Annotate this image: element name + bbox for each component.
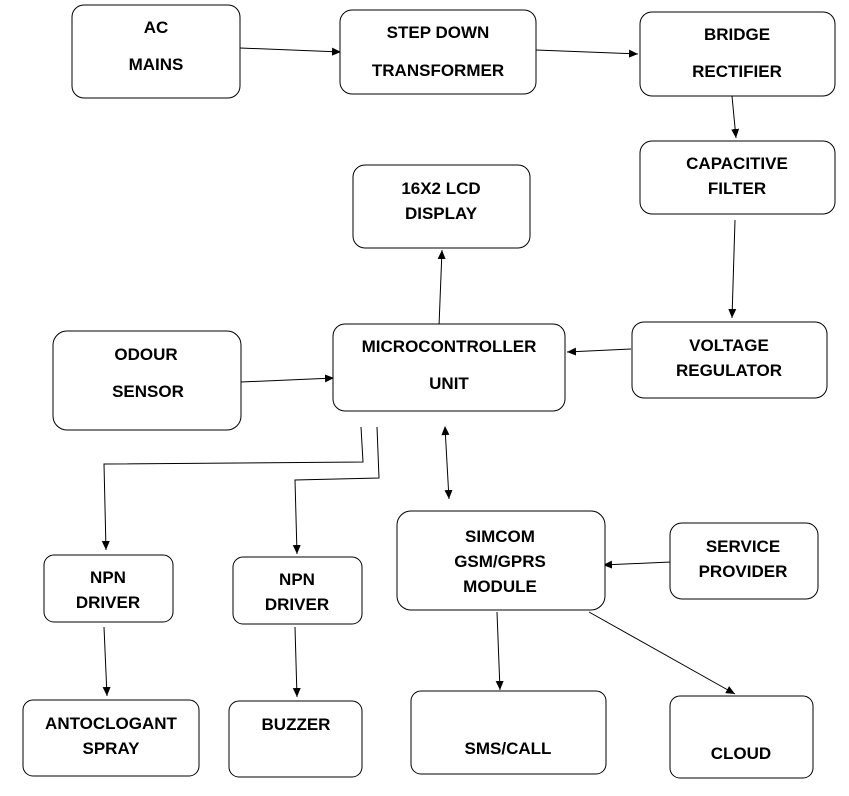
node-spray-line1: ANTOCLOGANT bbox=[45, 714, 178, 733]
node-npn-driver-1: NPN DRIVER bbox=[43, 554, 174, 623]
edge-service-to-gsm bbox=[602, 560, 672, 569]
node-voltage-line2: REGULATOR bbox=[676, 361, 782, 380]
node-cap-filter-line1: CAPACITIVE bbox=[686, 154, 788, 173]
node-step-down-line2: TRANSFORMER bbox=[372, 61, 504, 80]
node-cap-filter-line2: FILTER bbox=[708, 179, 766, 198]
node-gsm-line2: GSM/GPRS bbox=[454, 552, 546, 571]
node-sms-line1: SMS/CALL bbox=[465, 739, 552, 758]
node-mcu-line1: MICROCONTROLLER bbox=[362, 337, 537, 356]
node-bridge-line1: BRIDGE bbox=[704, 25, 770, 44]
edge-regulator-to-mcu bbox=[566, 347, 632, 356]
node-ac-mains-line1: AC bbox=[144, 18, 169, 37]
node-ac-mains: AC MAINS bbox=[71, 4, 241, 99]
node-npn1-line2: DRIVER bbox=[76, 593, 140, 612]
node-odour-line2: SENSOR bbox=[112, 382, 184, 401]
node-odour-sensor: ODOUR SENSOR bbox=[52, 330, 242, 431]
edge-odour-to-mcu bbox=[240, 374, 335, 383]
node-buzzer: BUZZER bbox=[228, 700, 363, 778]
node-npn-driver-2: NPN DRIVER bbox=[232, 556, 363, 625]
node-step-down-line1: STEP DOWN bbox=[387, 23, 490, 42]
node-voltage-line1: VOLTAGE bbox=[689, 336, 769, 355]
node-ac-mains-line2: MAINS bbox=[129, 55, 184, 74]
edge-mcu-to-lcd bbox=[437, 249, 446, 327]
node-npn2-line1: NPN bbox=[279, 570, 315, 589]
node-voltage-regulator: VOLTAGE REGULATOR bbox=[631, 321, 828, 399]
edge-gsm-to-cloud bbox=[588, 611, 736, 695]
node-bridge-line2: RECTIFIER bbox=[692, 62, 782, 81]
edge-filter-to-regulator bbox=[728, 219, 737, 319]
node-buzzer-line1: BUZZER bbox=[262, 715, 331, 734]
node-cloud-line1: CLOUD bbox=[711, 744, 771, 763]
edge-mcu-to-npn1 bbox=[101, 426, 364, 551]
node-service-provider: SERVICE PROVIDER bbox=[669, 522, 819, 600]
node-gsm-line1: SIMCOM bbox=[465, 527, 535, 546]
edge-gsm-to-sms bbox=[495, 611, 504, 691]
edge-transformer-to-bridge bbox=[535, 49, 639, 58]
node-gsm-module: SIMCOM GSM/GPRS MODULE bbox=[396, 510, 606, 611]
edge-npn1-to-spray bbox=[102, 626, 111, 697]
edge-mcu-to-npn2 bbox=[292, 426, 380, 555]
node-capacitive-filter: CAPACITIVE FILTER bbox=[639, 140, 836, 215]
edge-mcu-gsm-bidirectional bbox=[441, 426, 453, 500]
node-npn2-line2: DRIVER bbox=[265, 595, 329, 614]
node-sms-call: SMS/CALL bbox=[410, 690, 607, 775]
edge-bridge-to-filter bbox=[731, 95, 740, 139]
edges bbox=[101, 47, 740, 698]
node-mcu-line2: UNIT bbox=[429, 374, 469, 393]
node-antoclogant-spray: ANTOCLOGANT SPRAY bbox=[22, 699, 200, 777]
node-lcd-display: 16X2 LCD DISPLAY bbox=[352, 164, 531, 249]
node-npn1-line1: NPN bbox=[90, 568, 126, 587]
node-odour-line1: ODOUR bbox=[114, 345, 177, 364]
node-service-line1: SERVICE bbox=[706, 537, 780, 556]
node-gsm-line3: MODULE bbox=[463, 577, 537, 596]
node-microcontroller-unit: MICROCONTROLLER UNIT bbox=[332, 323, 566, 412]
node-bridge-rectifier: BRIDGE RECTIFIER bbox=[639, 11, 836, 97]
node-step-down-transformer: STEP DOWN TRANSFORMER bbox=[339, 9, 537, 95]
node-cloud: CLOUD bbox=[669, 695, 814, 779]
edge-npn2-to-buzzer bbox=[292, 626, 301, 698]
node-lcd-line1: 16X2 LCD bbox=[401, 179, 480, 198]
edge-ac-to-transformer bbox=[239, 47, 342, 56]
node-service-line2: PROVIDER bbox=[699, 562, 788, 581]
node-lcd-line2: DISPLAY bbox=[405, 204, 478, 223]
node-spray-line2: SPRAY bbox=[82, 739, 140, 758]
